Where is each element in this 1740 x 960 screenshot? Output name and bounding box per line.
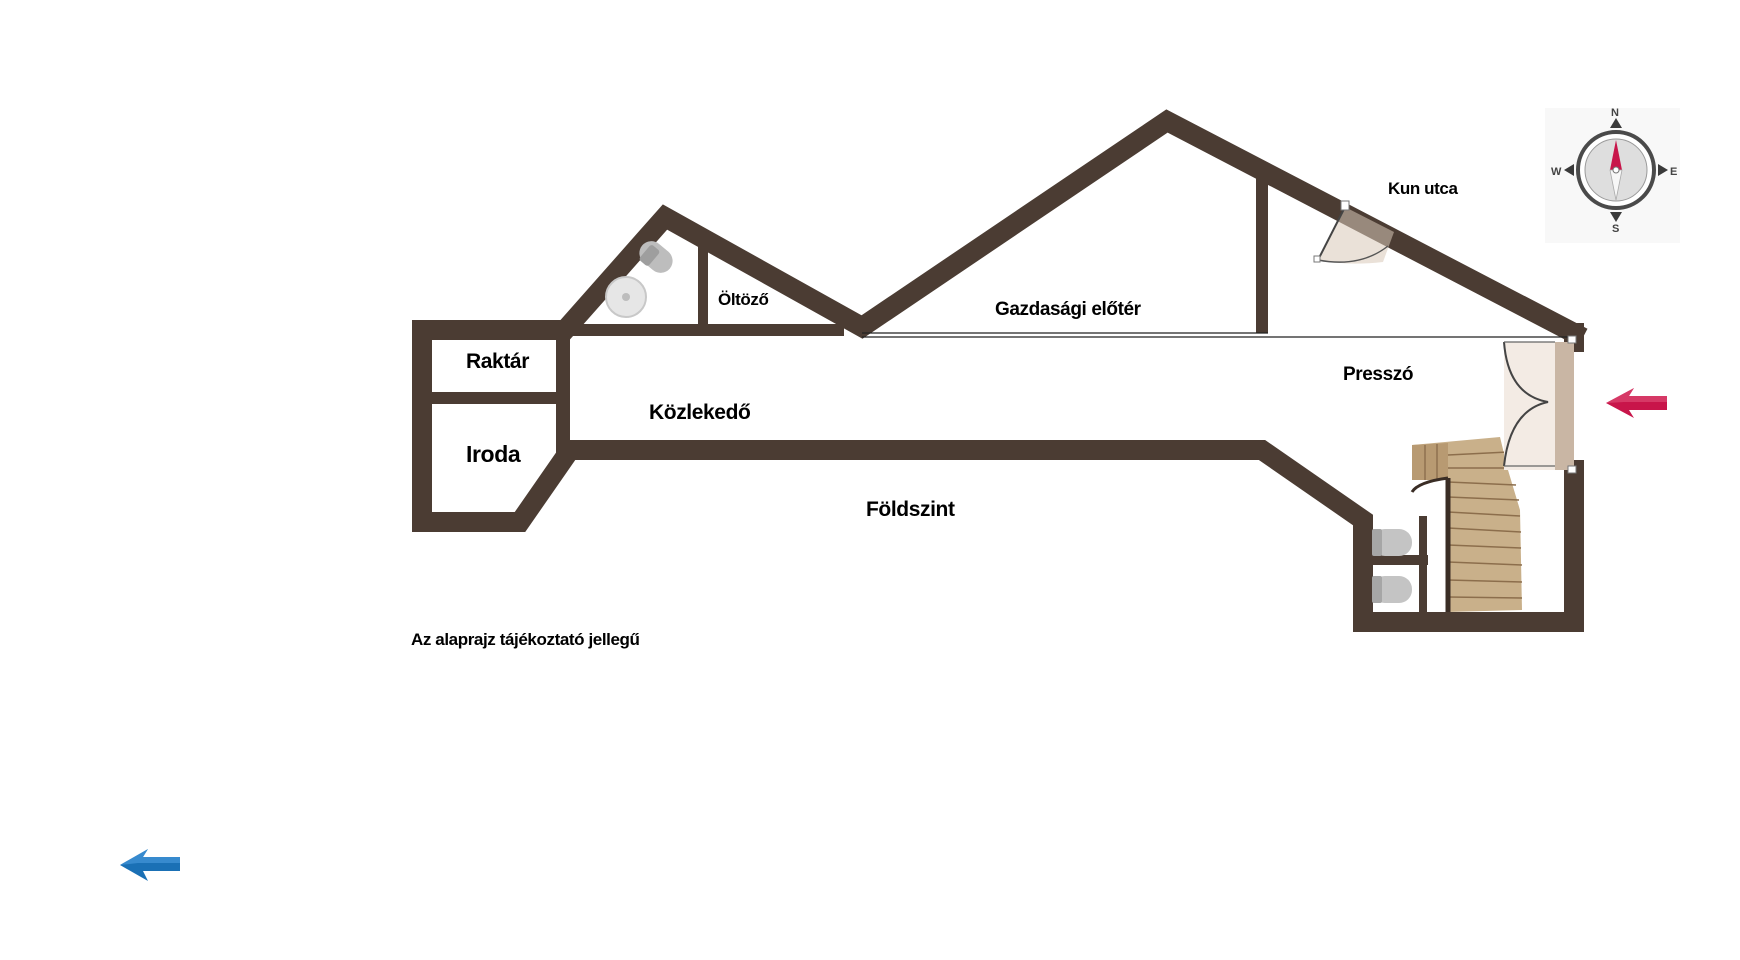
label-foldszint: Földszint	[866, 498, 955, 521]
divider-lines	[862, 332, 1574, 338]
stairs-icon	[1410, 437, 1523, 612]
label-presszo: Presszó	[1343, 364, 1413, 385]
door-icon	[1313, 200, 1394, 264]
door-icon	[1503, 335, 1577, 474]
label-kozlekedo: Közlekedő	[649, 401, 750, 424]
label-street: Kun utca	[1388, 179, 1458, 198]
compass-n: N	[1611, 107, 1619, 119]
back-arrow-icon[interactable]	[120, 849, 180, 881]
walls	[412, 109, 1588, 632]
compass-s: S	[1612, 223, 1619, 235]
label-gazdasagi-eloter: Gazdasági előtér	[995, 299, 1142, 320]
disclaimer-note: Az alaprajz tájékoztató jellegű	[411, 630, 640, 649]
compass-e: E	[1670, 166, 1677, 178]
compass-icon: N S E W	[1545, 107, 1680, 243]
toilet-icon	[1372, 529, 1412, 603]
floor-area	[422, 120, 1575, 625]
compass-w: W	[1551, 166, 1562, 178]
sink-icon	[605, 276, 647, 318]
label-raktar: Raktár	[466, 350, 529, 373]
next-arrow-icon[interactable]	[1606, 388, 1667, 418]
label-oltozo: Öltöző	[718, 290, 768, 309]
label-iroda: Iroda	[466, 441, 521, 467]
toilet-icon	[639, 241, 673, 273]
